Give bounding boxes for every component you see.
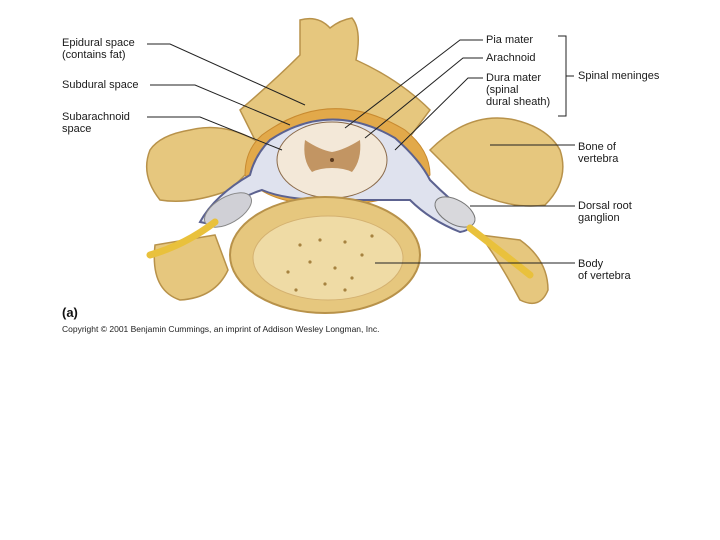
- subarachnoid-space-label: Subarachnoid space: [62, 111, 130, 135]
- epidural-space-label: Epidural space (contains fat): [62, 37, 135, 61]
- central-canal: [330, 158, 334, 162]
- dura-mater-label: Dura mater (spinal dural sheath): [486, 72, 550, 108]
- spinal-meninges-label: Spinal meninges: [578, 70, 659, 82]
- left-lower-process: [154, 235, 228, 300]
- body-of-vertebra-label: Body of vertebra: [578, 258, 631, 282]
- figure-tag: (a): [62, 305, 78, 320]
- dorsal-root-ganglion-label: Dorsal root ganglion: [578, 200, 632, 224]
- bone-of-vertebra-label: Bone of vertebra: [578, 141, 618, 165]
- subdural-space-label: Subdural space: [62, 79, 138, 91]
- copyright-notice: Copyright © 2001 Benjamin Cummings, an i…: [62, 324, 379, 334]
- arachnoid-label: Arachnoid: [486, 52, 536, 64]
- vertebral-body-inner: [253, 216, 403, 300]
- right-transverse-process: [430, 118, 563, 206]
- pia-mater-label: Pia mater: [486, 34, 533, 46]
